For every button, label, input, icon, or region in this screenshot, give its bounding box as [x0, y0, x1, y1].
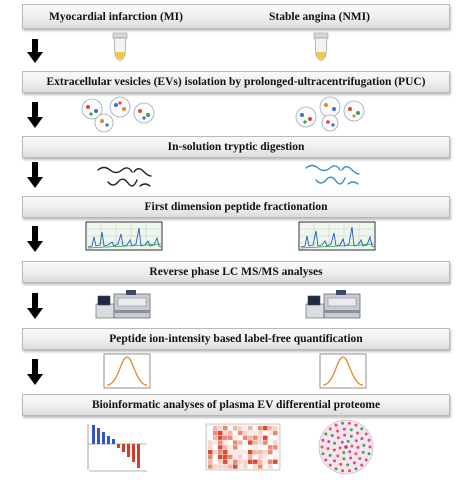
vesicle-cluster-icon	[295, 96, 365, 132]
step-box-quantification: Peptide ion-intensity based label-free q…	[22, 328, 450, 350]
step-label-lcms: Reverse phase LC MS/MS analyses	[149, 266, 323, 278]
step-label-quantification: Peptide ion-intensity based label-free q…	[109, 333, 363, 345]
step-label-fractionation: First dimension peptide fractionation	[144, 201, 328, 213]
peptide-strand-icon	[97, 166, 152, 187]
step-box-ev-isolation: Extracellular vesicles (EVs) isolation b…	[22, 71, 450, 93]
peptide-strand-icon	[305, 164, 360, 185]
arrow-down-icon	[27, 293, 43, 319]
group-label-nmi: Stable angina (NMI)	[269, 11, 370, 23]
chromatogram-icon	[298, 221, 376, 251]
step-box-lcms: Reverse phase LC MS/MS analyses	[22, 261, 450, 283]
step-box-fractionation: First dimension peptide fractionation	[22, 196, 450, 218]
arrow-down-icon	[27, 39, 43, 63]
mass-spectrometer-icon	[95, 290, 151, 319]
heatmap-icon	[205, 423, 281, 471]
gaussian-curve-icon	[103, 353, 151, 389]
gaussian-curve-icon	[319, 353, 367, 389]
step-label-ev-isolation: Extracellular vesicles (EVs) isolation b…	[46, 76, 426, 88]
step-box-bioinformatics: Bioinformatic analyses of plasma EV diff…	[22, 394, 450, 416]
step-box-digestion: In-solution tryptic digestion	[22, 136, 450, 158]
step-label-digestion: In-solution tryptic digestion	[167, 141, 305, 153]
arrow-down-icon	[27, 359, 43, 385]
bar-chart-icon	[87, 424, 147, 472]
network-icon	[318, 419, 374, 475]
vesicle-cluster-icon	[81, 96, 155, 133]
groups-box: Myocardial infarction (MI) Stable angina…	[22, 4, 450, 29]
step-label-bioinformatics: Bioinformatic analyses of plasma EV diff…	[91, 399, 381, 411]
arrow-down-icon	[27, 162, 43, 188]
tube-icon	[112, 32, 128, 61]
arrow-down-icon	[27, 102, 43, 128]
tube-icon	[313, 32, 329, 61]
chromatogram-icon	[85, 221, 163, 251]
group-label-mi: Myocardial infarction (MI)	[49, 11, 183, 23]
mass-spectrometer-icon	[305, 290, 361, 319]
arrow-down-icon	[27, 226, 43, 252]
